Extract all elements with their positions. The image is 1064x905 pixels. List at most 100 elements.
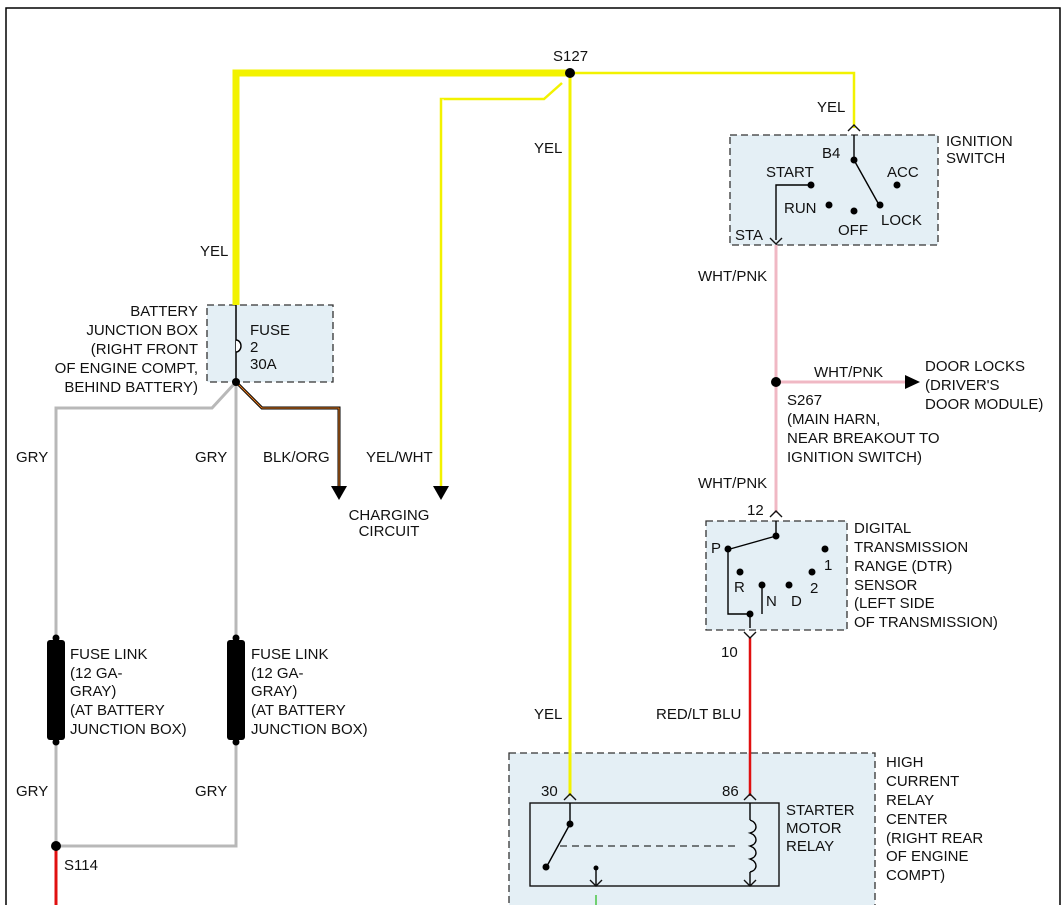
dtr-pos-p: P (711, 540, 721, 557)
splice-s127-dot (565, 68, 575, 78)
relay-switch-bottom-dot (542, 863, 550, 871)
wire-gry-left (54, 380, 238, 640)
dtr-pin12-connector (769, 510, 783, 518)
ign-run-dot (825, 201, 833, 209)
wire-label-yel-wht: YEL/WHT (366, 449, 433, 466)
diagram-frame (5, 7, 1061, 905)
fuse-link-left-label-1: FUSE LINK (70, 646, 148, 663)
wire-label-yel-lower: YEL (534, 706, 562, 723)
relay-switch-arm (546, 823, 571, 867)
dtr-pin10-connector (743, 631, 757, 639)
fuse-symbol (235, 339, 242, 353)
ign-pos-run: RUN (784, 200, 817, 217)
relay-center-label-4: CENTER (886, 811, 948, 828)
dtr-p-path (727, 549, 751, 628)
relay-pin86-connector (743, 793, 757, 801)
ign-pos-off: OFF (838, 222, 868, 239)
dtr-label-4: SENSOR (854, 577, 918, 594)
relay-pin-86: 86 (722, 783, 739, 800)
s267-desc-3: IGNITION SWITCH) (787, 449, 922, 466)
wire-label-gry-4: GRY (195, 783, 227, 800)
door-locks-label-2: (DRIVER'S (925, 377, 1000, 394)
dtr-label-6: OF TRANSMISSION) (854, 614, 998, 631)
relay-pin-30: 30 (541, 783, 558, 800)
starter-relay-label-3: RELAY (786, 838, 834, 855)
wire-label-gry-1: GRY (16, 449, 48, 466)
dtr-pos-d: D (791, 593, 802, 610)
dtr-pin-10: 10 (721, 644, 738, 661)
ign-lock-dot (876, 201, 884, 209)
dtr-pos-2: 2 (810, 580, 818, 597)
fuse-link-left (47, 640, 65, 740)
door-locks-label-1: DOOR LOCKS (925, 358, 1025, 375)
fuse-link-right-bot-dot (232, 738, 240, 746)
wire-yel-wht (439, 82, 563, 486)
relay-pin85-connector (743, 879, 757, 887)
ign-pin-sta: STA (735, 227, 763, 244)
wire-label-wht-pnk-3: WHT/PNK (698, 475, 767, 492)
relay-center-label-1: HIGH (886, 754, 924, 771)
fuse-link-right-label-3: GRAY) (251, 683, 297, 700)
fuse-link-left-label-2: (12 GA- (70, 665, 123, 682)
fuse-link-right-label-1: FUSE LINK (251, 646, 329, 663)
fuse-link-right-label-2: (12 GA- (251, 665, 304, 682)
wire-label-yel-left: YEL (200, 243, 228, 260)
fuse-number: 2 (250, 339, 258, 356)
wire-yel-ignition (570, 71, 856, 128)
ign-off-dot (850, 207, 858, 215)
wire-label-yel-ignition: YEL (817, 99, 845, 116)
dtr-pos-r: R (734, 579, 745, 596)
arrow-blk-org (331, 486, 347, 500)
dtr-pos-1: 1 (824, 557, 832, 574)
splice-s267-label: S267 (787, 392, 822, 409)
splice-s267-dot (771, 377, 781, 387)
charging-label-line: CHARGING (349, 507, 430, 524)
ign-sta-connector (769, 237, 783, 245)
dtr-label-3: RANGE (DTR) (854, 558, 952, 575)
wire-yel-main (232, 69, 570, 305)
ign-b4-connector (847, 124, 861, 132)
starter-relay-box (529, 802, 780, 887)
starter-relay-label-1: STARTER (786, 802, 855, 819)
dtr-label-2: TRANSMISSION (854, 539, 968, 556)
ign-acc-dot (893, 181, 901, 189)
relay-pin30-connector (563, 793, 577, 801)
fuse-rating: 30A (250, 356, 277, 373)
dtr-label-1: DIGITAL (854, 520, 911, 537)
wire-label-wht-pnk-2: WHT/PNK (814, 364, 883, 381)
relay-center-label-5: (RIGHT REAR (886, 830, 983, 847)
ignition-switch-title2: SWITCH (946, 150, 1005, 167)
ign-pos-lock: LOCK (881, 212, 922, 229)
dtr-1-dot (821, 545, 829, 553)
splice-s114-label: S114 (64, 857, 98, 874)
relay-center-label-3: RELAY (886, 792, 934, 809)
wire-label-red-ltblu: RED/LT BLU (656, 706, 741, 723)
wire-label-wht-pnk-1: WHT/PNK (698, 268, 767, 285)
ign-pos-start: START (766, 164, 814, 181)
wire-blk-org-stripe (235, 381, 340, 486)
dtr-label-5: (LEFT SIDE (854, 595, 935, 612)
fuse-link-left-top-dot (52, 634, 60, 642)
charging-label-line: CIRCUIT (359, 523, 420, 540)
arrow-door-locks (905, 375, 920, 389)
battery-junction-box-label: BATTERY JUNCTION BOX (RIGHT FRONT OF ENG… (55, 303, 198, 396)
wire-label-yel-center: YEL (534, 140, 562, 157)
wire-label-blk-org: BLK/ORG (263, 449, 330, 466)
ignition-switch-box (729, 134, 939, 246)
fuse-label: FUSE (250, 322, 290, 339)
dtr-pin-12: 12 (747, 502, 764, 519)
starter-relay-label-2: MOTOR (786, 820, 842, 837)
fuse-link-right (227, 640, 245, 740)
s267-desc-1: (MAIN HARN, (787, 411, 880, 428)
s267-desc-2: NEAR BREAKOUT TO (787, 430, 940, 447)
fuse-link-right-label-5: JUNCTION BOX) (251, 721, 368, 738)
relay-center-label-2: CURRENT (886, 773, 959, 790)
splice-s127-label: S127 (553, 48, 588, 65)
fuse-link-left-label-3: GRAY) (70, 683, 116, 700)
battery-junction-box (206, 304, 334, 383)
dtr-pos-n: N (766, 593, 777, 610)
relay-coil (747, 819, 757, 873)
fuse-link-left-label-4: (AT BATTERY (70, 702, 165, 719)
ign-switch-arm (853, 159, 879, 204)
